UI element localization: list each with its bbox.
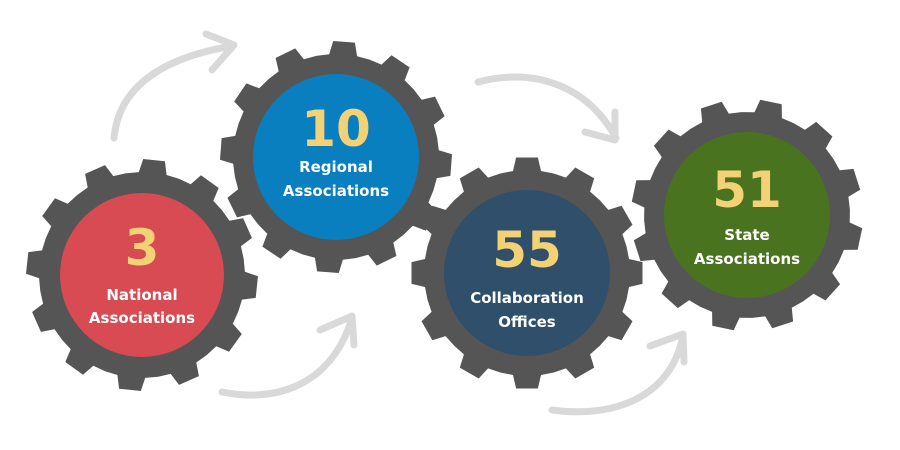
gear-face <box>664 132 830 298</box>
gear-label-line-2: Associations <box>283 182 389 200</box>
gear-label-line-1: National <box>106 286 177 304</box>
arrow-shaft <box>218 314 356 399</box>
gear-state: 51 State Associations <box>631 99 863 331</box>
gear-label-line-2: Offices <box>498 313 556 331</box>
gear-national: 3 National Associations <box>26 159 258 391</box>
arrow-head <box>646 330 688 366</box>
gear-regional: 10 Regional Associations <box>220 41 452 273</box>
gear-face <box>444 190 610 356</box>
gear-label-line-2: Associations <box>694 250 800 268</box>
arrow-head <box>581 108 619 144</box>
arrow-head <box>202 30 238 74</box>
gears-layer: 3 National Associations 10 Regional Asso… <box>26 41 863 391</box>
arrow-head <box>316 312 358 349</box>
gear-label-line-2: Associations <box>89 309 195 327</box>
gear-label-line-1: Regional <box>299 158 373 176</box>
arrow-shaft <box>548 332 687 416</box>
gear-label-line-1: State <box>724 226 769 244</box>
gear-face <box>60 193 224 357</box>
gear-label-line-1: Collaboration <box>470 289 584 307</box>
arrow-national-to-regional-bottom <box>218 312 358 399</box>
arrow-regional-to-collaboration <box>474 73 620 144</box>
arrow-shaft <box>474 73 620 142</box>
gear-number: 51 <box>712 161 782 219</box>
arrow-shaft <box>110 42 236 142</box>
gear-number: 10 <box>301 100 371 158</box>
arrows-layer <box>110 30 688 416</box>
gear-number: 55 <box>492 221 562 279</box>
gear-collaboration: 55 Collaboration Offices <box>411 157 643 389</box>
arrow-collaboration-to-state <box>548 330 688 416</box>
gear-number: 3 <box>125 219 160 277</box>
gear-face <box>253 74 419 240</box>
arrow-national-to-regional-top <box>110 30 238 142</box>
